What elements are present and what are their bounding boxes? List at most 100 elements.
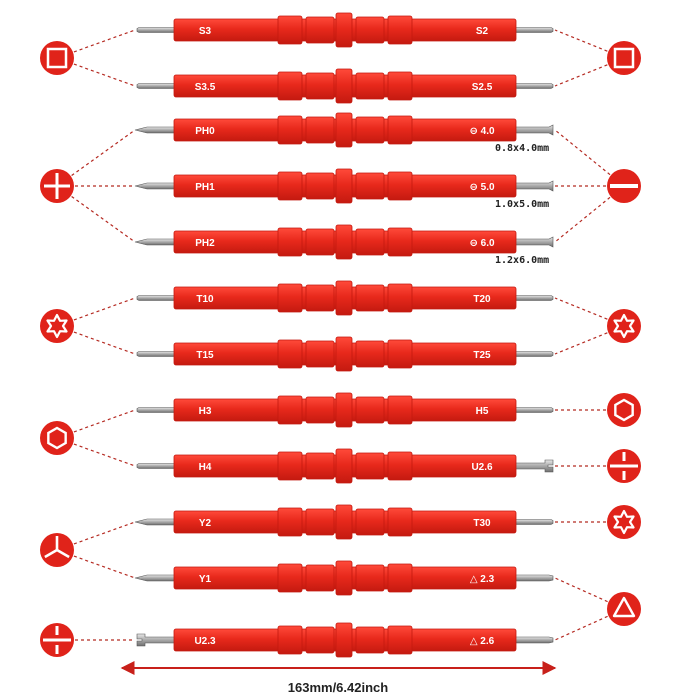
phillips-tip xyxy=(134,238,176,246)
bit-right-label: ⊖ 4.0 xyxy=(469,126,494,137)
handle-grip xyxy=(355,16,385,44)
connector-line xyxy=(56,185,136,243)
slotted-drive-icon xyxy=(607,169,641,203)
fork-tip xyxy=(514,459,554,473)
fork-drive-icon xyxy=(607,449,641,483)
bit-4: PH1⊖ 5.0 xyxy=(134,168,554,204)
handle-grip xyxy=(387,171,413,201)
handle-grip xyxy=(305,228,335,256)
phillips-tip xyxy=(134,126,176,134)
fork-tip xyxy=(136,633,176,647)
bit-left-label: H4 xyxy=(199,462,212,473)
handle-grip xyxy=(305,72,335,100)
torx-tip xyxy=(514,351,554,357)
tri-wing-tip xyxy=(134,518,176,526)
handle-grip xyxy=(277,563,303,593)
triangle-tip xyxy=(514,636,554,644)
hex-tip xyxy=(136,407,176,413)
handle-grip xyxy=(335,504,353,540)
square-drive-icon xyxy=(607,41,641,75)
handle-grip xyxy=(277,283,303,313)
handle-grip xyxy=(277,451,303,481)
handle-grip xyxy=(305,626,335,654)
bit-left-label: S3.5 xyxy=(195,82,216,93)
phillips-drive-icon xyxy=(40,169,74,203)
handle-grip xyxy=(355,396,385,424)
bit-left-label: PH1 xyxy=(195,182,215,193)
handle-grip xyxy=(355,228,385,256)
bit-12: U2.3△ 2.6 xyxy=(136,622,554,658)
slot-dimension-label: 1.2x6.0mm xyxy=(495,255,549,266)
handle-grip xyxy=(335,68,353,104)
handle-grip xyxy=(305,172,335,200)
handle-grip xyxy=(277,339,303,369)
handle-grip xyxy=(277,71,303,101)
bit-right-label: ⊖ 6.0 xyxy=(469,238,494,249)
handle-grip xyxy=(355,626,385,654)
slot-wide-tip xyxy=(514,180,554,192)
handle-grip xyxy=(387,451,413,481)
handle-grip xyxy=(335,12,353,48)
handle-grip xyxy=(277,395,303,425)
torx-tip xyxy=(136,351,176,357)
handle-grip xyxy=(277,15,303,45)
phillips-tip xyxy=(134,182,176,190)
hex-drive-icon xyxy=(40,421,74,455)
bit-right-label: S2.5 xyxy=(472,82,493,93)
handle-grip xyxy=(387,339,413,369)
handle-grip xyxy=(387,15,413,45)
bit-right-label: S2 xyxy=(476,26,489,37)
bit-left-label: S3 xyxy=(199,26,212,37)
hex-drive-icon xyxy=(607,393,641,427)
triangle-drive-icon xyxy=(607,592,641,626)
handle-grip xyxy=(335,280,353,316)
bit-11: Y1△ 2.3 xyxy=(134,560,554,596)
bit-right-label: T25 xyxy=(473,350,491,361)
slot-wide-tip xyxy=(514,236,554,248)
tri-wing-tip xyxy=(134,574,176,582)
slot-tip xyxy=(514,83,554,89)
handle-grip xyxy=(335,336,353,372)
handle-grip xyxy=(387,395,413,425)
handle-grip xyxy=(387,71,413,101)
drive-type-icons xyxy=(40,41,641,657)
handle-grip xyxy=(355,508,385,536)
handle-grip xyxy=(387,227,413,257)
handle-grip xyxy=(355,564,385,592)
bit-3: PH0 ⊖ 4.0 xyxy=(134,112,554,148)
handle-grip xyxy=(305,452,335,480)
handle-grip xyxy=(387,563,413,593)
slot-dimension-labels: 0.8x4.0mm 1.0x5.0mm 1.2x6.0mm xyxy=(495,143,549,266)
slot-wide-tip xyxy=(514,124,554,136)
bit-left-label: H3 xyxy=(199,406,212,417)
slot-dimension-label: 0.8x4.0mm xyxy=(495,143,549,154)
tri-wing-drive-icon xyxy=(40,533,74,567)
handle-grip xyxy=(335,112,353,148)
torx-tip xyxy=(136,295,176,301)
handle-grip xyxy=(355,340,385,368)
handle-grip xyxy=(305,340,335,368)
bit-right-label: △ 2.6 xyxy=(470,636,495,647)
handle-grip xyxy=(335,622,353,658)
handle-grip xyxy=(277,115,303,145)
bit-left-label: PH0 xyxy=(195,126,215,137)
handle-grip xyxy=(335,448,353,484)
bit-right-label: T20 xyxy=(473,294,491,305)
handle-grip xyxy=(305,564,335,592)
handle-grip xyxy=(277,625,303,655)
fork-drive-icon xyxy=(40,623,74,657)
handle-grip xyxy=(305,508,335,536)
slot-dimension-label: 1.0x5.0mm xyxy=(495,199,549,210)
overall-length-label: 163mm/6.42inch xyxy=(288,680,389,695)
slot-tip xyxy=(136,27,176,33)
handle-grip xyxy=(387,625,413,655)
torx-tip xyxy=(514,295,554,301)
triangle-tip xyxy=(514,574,554,582)
handle-grip xyxy=(305,16,335,44)
handle-grip xyxy=(335,168,353,204)
torx-drive-icon xyxy=(40,309,74,343)
hex-tip xyxy=(514,407,554,413)
